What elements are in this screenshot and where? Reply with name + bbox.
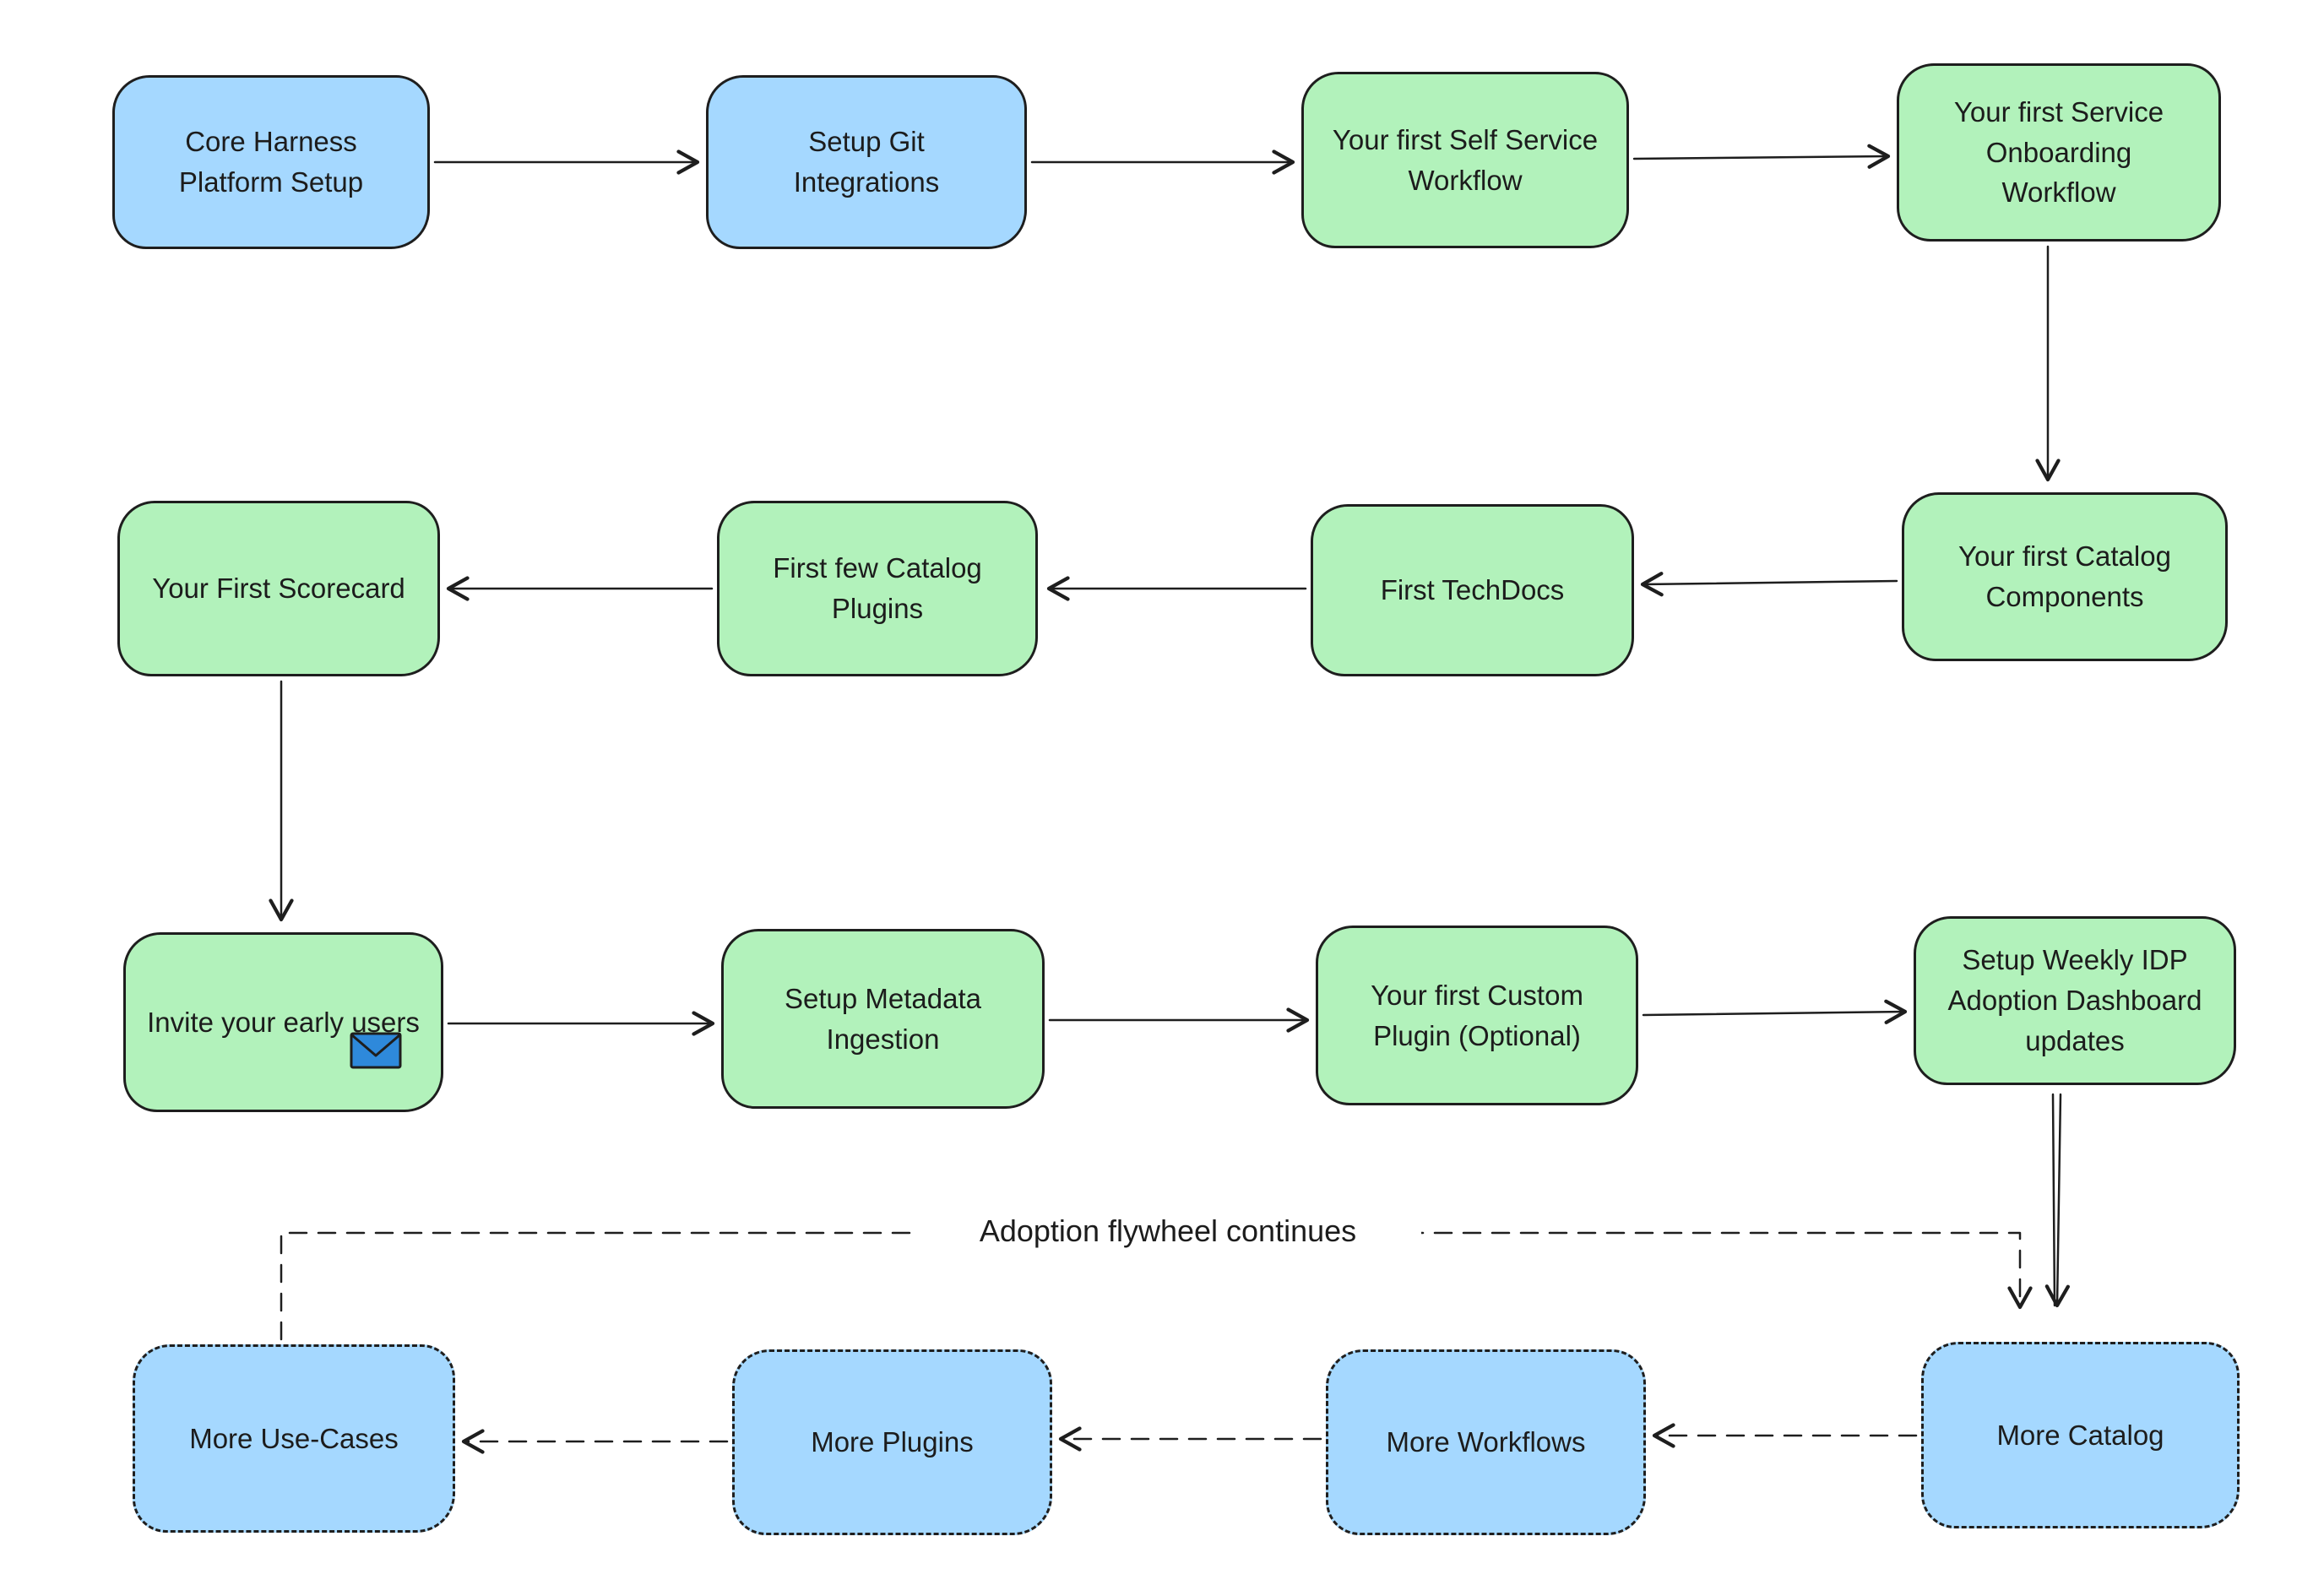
node-first-service-onboarding-workflow: Your first Service Onboarding Workflow [1897, 63, 2221, 242]
node-weekly-idp-adoption-dashboard: Setup Weekly IDP Adoption Dashboard upda… [1914, 916, 2236, 1085]
node-label: First TechDocs [1380, 574, 1565, 606]
node-first-techdocs: First TechDocs [1311, 504, 1634, 676]
node-first-few-catalog-plugins: First few Catalog Plugins [717, 501, 1038, 676]
node-label: Your first Self Service Workflow [1332, 123, 1599, 196]
node-label: More Plugins [811, 1426, 974, 1458]
node-your-first-scorecard: Your First Scorecard [117, 501, 440, 676]
node-label: More Workflows [1386, 1426, 1586, 1458]
node-label: Invite your early users [147, 1006, 420, 1038]
node-label: Your first Catalog Components [1958, 540, 2171, 612]
arrow-dashboard-to-more-catalog [2044, 1093, 2070, 1308]
flywheel-label: Adoption flywheel continues [915, 1208, 1421, 1254]
node-first-custom-plugin: Your first Custom Plugin (Optional) [1316, 926, 1638, 1105]
node-invite-early-users: Invite your early users [123, 932, 443, 1112]
flywheel-dashed-line-right [1404, 1231, 2033, 1310]
email-icon [350, 1032, 402, 1069]
node-label: More Use-Cases [189, 1422, 399, 1454]
node-label: Core Harness Platform Setup [178, 126, 364, 198]
arrow-custom-plugin-to-adoption-dashboard [1642, 999, 1908, 1024]
arrow-dashboard-to-more-catalog-stroke [2051, 1093, 2056, 1307]
node-more-plugins: More Plugins [732, 1349, 1052, 1535]
node-label: More Catalog [1996, 1419, 2164, 1451]
node-more-use-cases: More Use-Cases [133, 1344, 455, 1533]
arrow-catalog-components-to-techdocs [1640, 572, 1898, 597]
node-label: Your first Service Onboarding Workflow [1953, 95, 2164, 209]
node-more-workflows: More Workflows [1326, 1349, 1646, 1535]
node-setup-metadata-ingestion: Setup Metadata Ingestion [721, 929, 1045, 1109]
node-first-self-service-workflow: Your first Self Service Workflow [1301, 72, 1629, 248]
node-setup-git-integrations: Setup Git Integrations [706, 75, 1027, 249]
node-label: Setup Git Integrations [793, 126, 940, 198]
arrow-self-service-to-onboarding-workflow [1632, 144, 1891, 169]
node-label: Setup Weekly IDP Adoption Dashboard upda… [1947, 944, 2202, 1056]
node-more-catalog: More Catalog [1921, 1342, 2240, 1528]
node-core-harness-platform-setup: Core Harness Platform Setup [112, 75, 430, 249]
node-first-catalog-components: Your first Catalog Components [1902, 492, 2228, 661]
node-label: First few Catalog Plugins [773, 552, 982, 624]
flywheel-dashed-line-left [280, 1231, 931, 1341]
node-label: Setup Metadata Ingestion [785, 982, 981, 1055]
node-label: Your first Custom Plugin (Optional) [1371, 979, 1583, 1051]
node-label: Your First Scorecard [152, 573, 405, 605]
